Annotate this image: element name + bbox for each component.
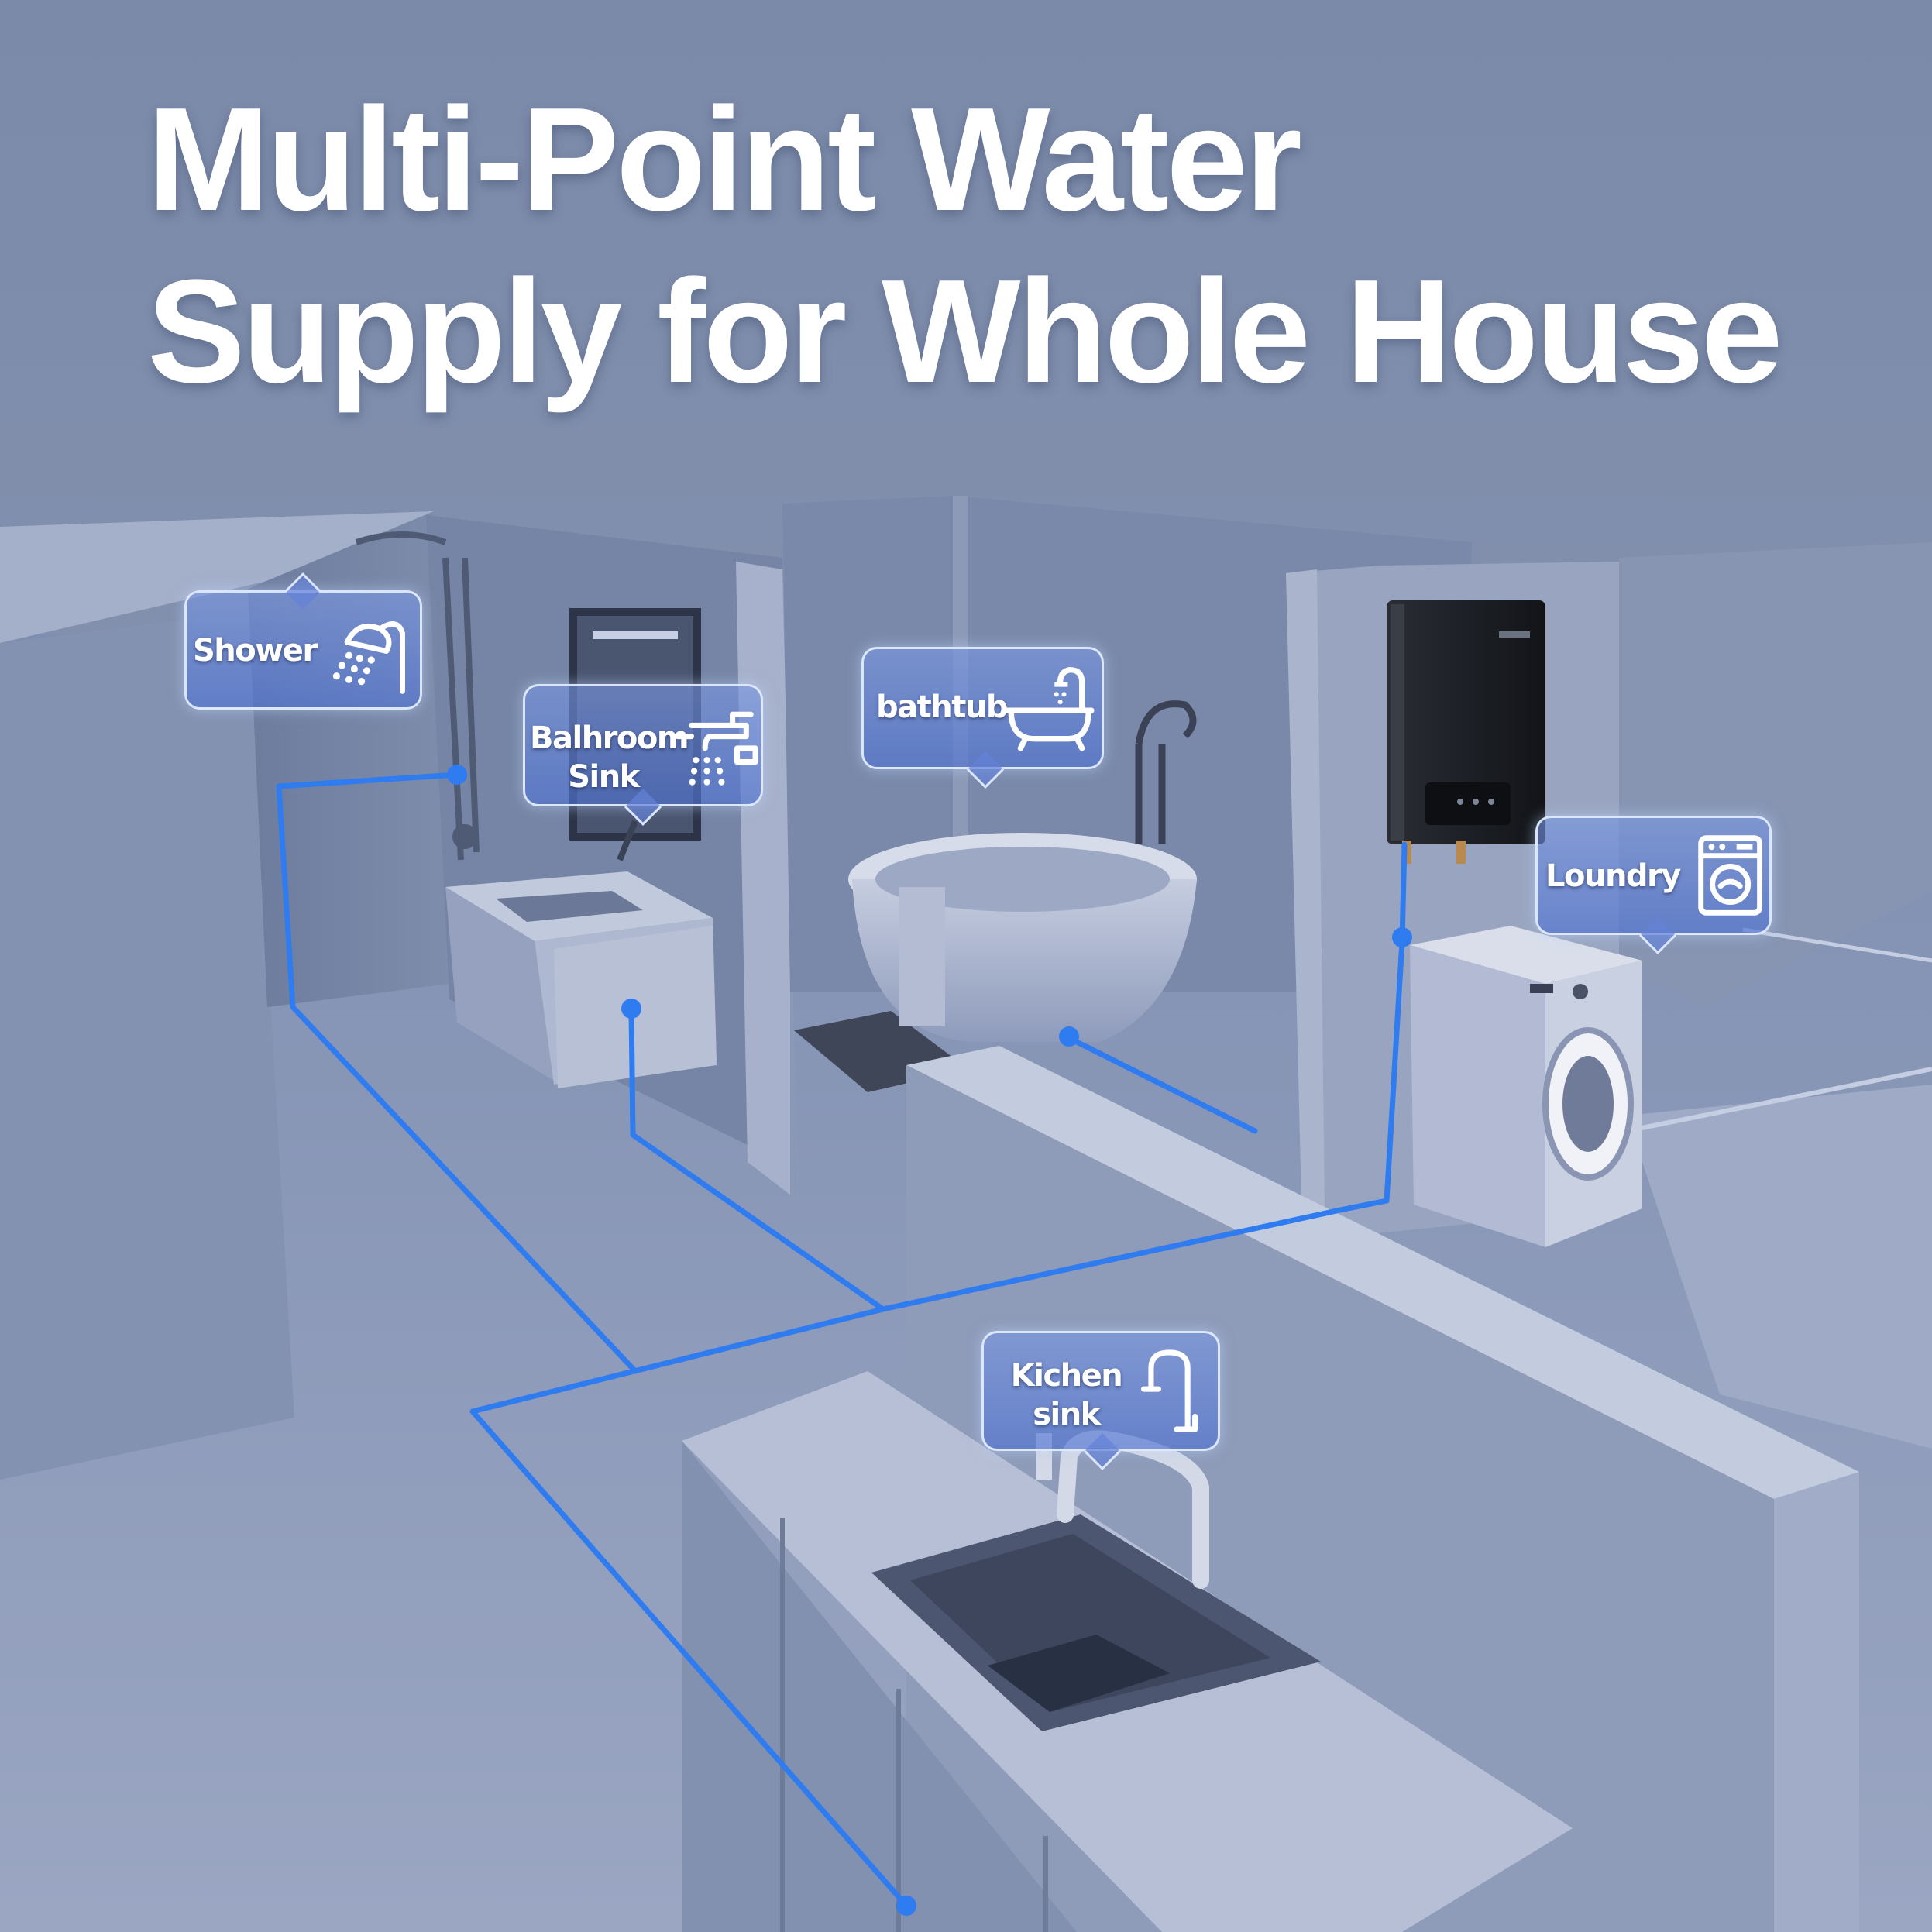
kitchen-faucet-icon (1140, 1349, 1198, 1432)
shower-head-icon (332, 621, 405, 694)
label-bathtub: bathtub (861, 647, 1104, 789)
shower-fixture (355, 531, 480, 861)
pipe-bathroom-sink (628, 1008, 886, 1312)
headline-line-2: Supply for Whole House (147, 249, 1783, 414)
pipe-heater (1337, 841, 1408, 1213)
label-kitchen-sink-line-2: sink (1033, 1397, 1101, 1432)
pipe-main (469, 1207, 1343, 1909)
washing-machine (1410, 926, 1642, 1247)
label-laundry-text: Loundry (1545, 858, 1681, 894)
headline: Multi-Point Water Supply for Whole House (147, 74, 1851, 418)
pipe-bathtub (1066, 1035, 1258, 1134)
outer-wall-left (0, 612, 294, 1480)
pipe-nodes (447, 765, 1412, 1916)
bathtub-icon (1003, 666, 1095, 751)
pipe-network (276, 772, 1408, 1909)
label-shower: Shower (184, 572, 422, 710)
headline-line-1: Multi-Point Water (147, 77, 1302, 242)
label-kitchen-sink: Kichen sink (981, 1331, 1220, 1471)
shower-room-wall (248, 511, 449, 1007)
label-bathroom-sink: Balhroom Sink (523, 684, 763, 827)
label-bathtub-text: bathtub (876, 689, 1008, 725)
washing-machine-icon (1698, 835, 1763, 916)
label-laundry: Loundry (1535, 816, 1772, 955)
label-bathroom-sink-line-2: Sink (568, 759, 640, 795)
water-heater (1387, 600, 1545, 864)
pipe-shower (276, 772, 638, 1374)
front-wall-top (906, 1046, 1859, 1499)
label-bathroom-sink-line-1: Balhroom (530, 720, 689, 756)
label-kitchen-sink-line-1: Kichen (1010, 1358, 1123, 1394)
label-shower-text: Shower (193, 633, 318, 669)
faucet-icon (675, 711, 758, 786)
